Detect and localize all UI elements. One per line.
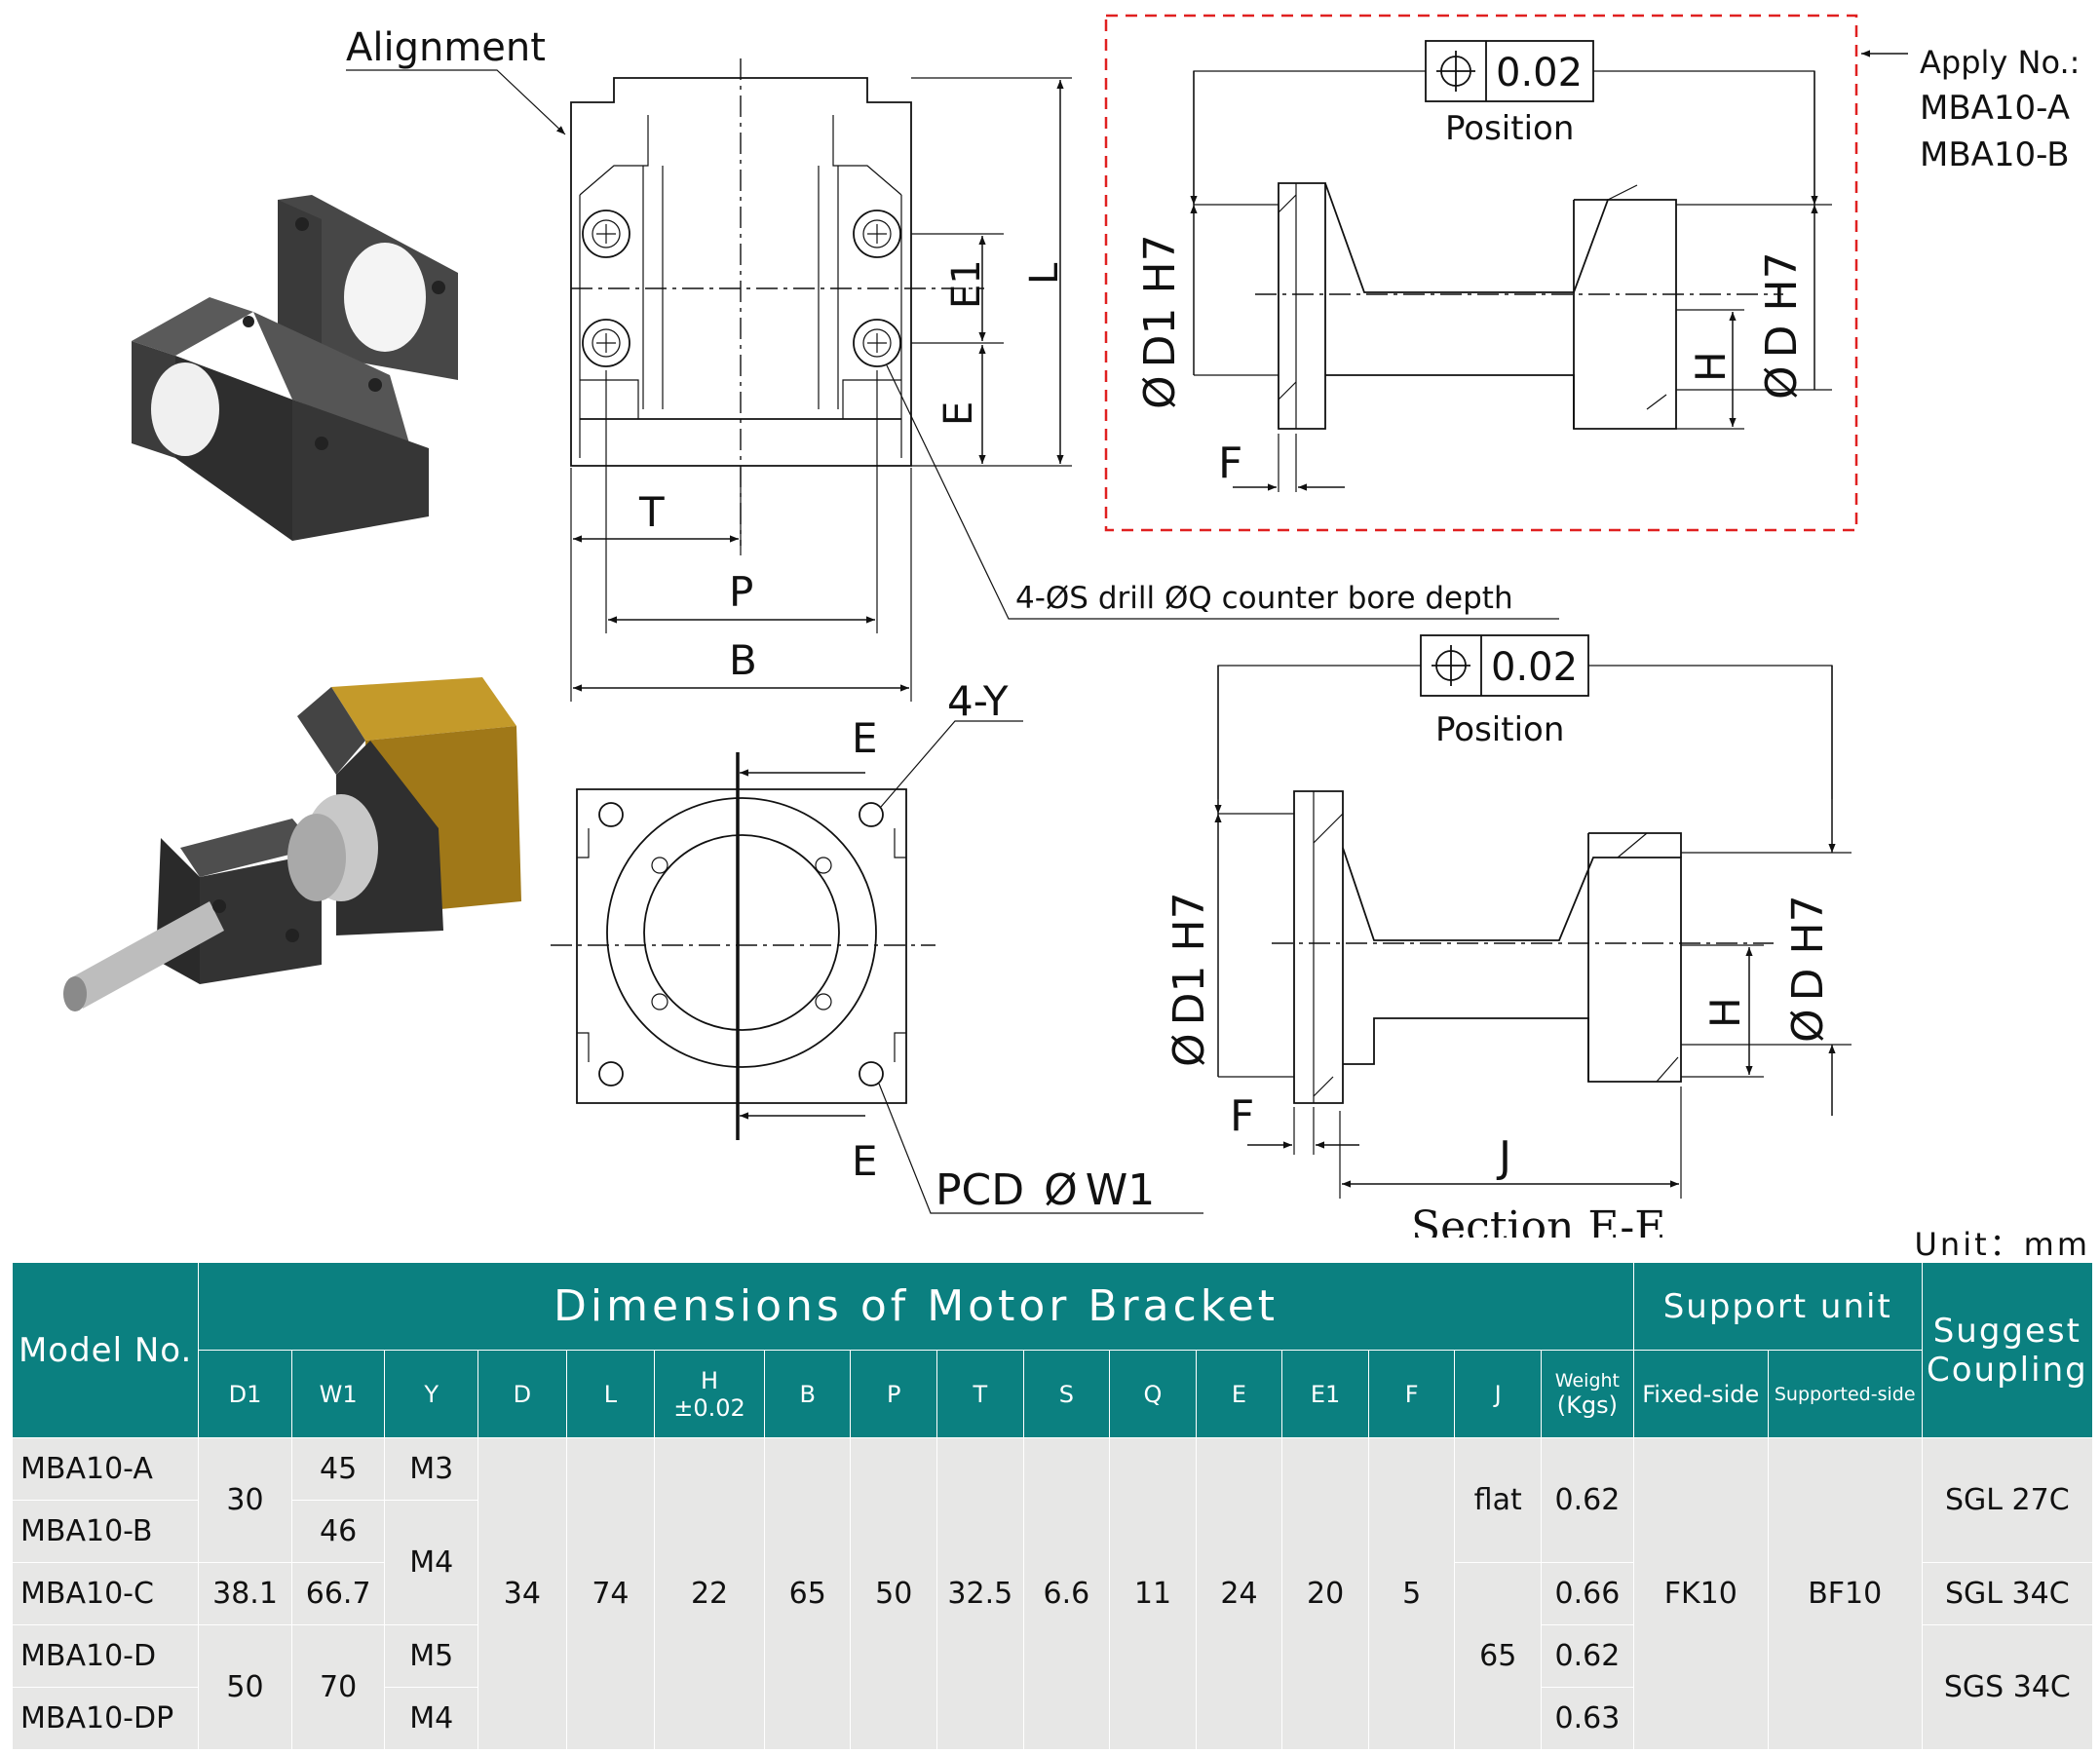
weight-cell: 0.62 [1540,1437,1634,1563]
header-weight: Weight(Kgs) [1540,1350,1634,1438]
f-cell: 5 [1367,1437,1456,1750]
d1-cell: 38.1 [198,1562,292,1625]
q-cell: 11 [1109,1437,1197,1750]
header-b: B [763,1350,852,1438]
p-cell: 50 [850,1437,938,1750]
coupling-cell: SGS 34C [1921,1624,2094,1750]
technical-drawing: Alignment L E1 E T P B 4-ØS drill ØQ cou… [63,14,2080,1238]
header-support-unit: Support unit [1632,1262,1923,1351]
y-cell: M4 [384,1500,479,1625]
header-suggest-coupling: Suggest Coupling [1921,1262,2094,1438]
e-cell: 24 [1195,1437,1283,1750]
weight-cell: 0.63 [1540,1687,1634,1750]
header-t: T [936,1350,1024,1438]
alignment-label: Alignment [346,25,546,70]
y-cell: M3 [384,1437,479,1501]
tolerance-value-top: 0.02 [1496,51,1583,95]
y-cell: M5 [384,1624,479,1688]
dim-H-label-bottom: H [1701,997,1749,1028]
header-e1: E1 [1281,1350,1369,1438]
header-supported-side: Supported-side [1767,1350,1923,1438]
header-dimensions: Dimensions of Motor Bracket [198,1262,1634,1351]
hole-note: 4-ØS drill ØQ counter bore depth [1015,581,1513,616]
d1-cell: 30 [198,1437,292,1563]
coupling-cell: SGL 34C [1921,1562,2094,1625]
unit-label: Unit：mm [1914,1226,2090,1263]
header-s: S [1022,1350,1111,1438]
tolerance-value-bottom: 0.02 [1491,645,1578,690]
model-cell: MBA10-D [11,1624,200,1688]
dim-T-label: T [638,488,665,536]
y-cell: M4 [384,1687,479,1750]
coupling-cell: SGL 27C [1921,1437,2094,1563]
supported-side-cell: BF10 [1767,1437,1923,1750]
bracket-3d-render [132,195,458,541]
dim-E-label: E [936,401,981,426]
position-label-top: Position [1445,109,1574,148]
header-h: H±0.02 [654,1350,765,1438]
dim-F-label-top: F [1218,438,1242,488]
dim-F-label-bottom: F [1230,1091,1254,1141]
header-d: D [477,1350,567,1438]
d-cell: 34 [477,1437,567,1750]
j-cell: 65 [1454,1562,1542,1750]
dimension-table: Model No. Dimensions of Motor Bracket Su… [11,1262,2094,1750]
w1-cell: 45 [290,1437,386,1501]
e1-cell: 20 [1281,1437,1369,1750]
dim-E1-label: E1 [944,259,989,309]
model-cell: MBA10-C [11,1562,200,1625]
section-title: Section E-E [1411,1202,1665,1238]
dim-D-label-top: ØD H7 [1757,251,1807,400]
apply-detail-frame [1104,14,1908,532]
weight-cell: 0.66 [1540,1562,1634,1625]
l-cell: 74 [565,1437,656,1750]
w1-cell: 70 [290,1624,386,1750]
dim-B-label: B [729,636,757,684]
header-l: L [565,1350,656,1438]
dim-L-label: L [1022,262,1067,285]
header-q: Q [1109,1350,1197,1438]
front-view [346,58,1559,702]
bracket-motor-3d-render [63,677,521,1011]
w1-cell: 66.7 [290,1562,386,1625]
dim-J-label: J [1496,1132,1511,1182]
apply-model-a: MBA10-A [1920,89,2070,128]
model-cell: MBA10-B [11,1500,200,1563]
j-cell: flat [1454,1437,1542,1563]
h-cell: 22 [654,1437,765,1750]
dim-D1-label-top: ØD1 H7 [1135,234,1185,409]
model-cell: MBA10-DP [11,1687,200,1750]
header-f: F [1367,1350,1456,1438]
header-p: P [850,1350,938,1438]
section-mark-top: E [852,714,878,762]
model-cell: MBA10-A [11,1437,200,1501]
side-view [551,720,1203,1214]
weight-cell: 0.62 [1540,1624,1634,1688]
w1-cell: 46 [290,1500,386,1563]
apply-model-b: MBA10-B [1920,135,2070,174]
b-cell: 65 [763,1437,852,1750]
dim-H-label-top: H [1687,351,1735,382]
s-cell: 6.6 [1022,1437,1111,1750]
dim-D-label-bottom: ØD H7 [1783,895,1833,1043]
header-y: Y [384,1350,479,1438]
header-w1: W1 [290,1350,386,1438]
dim-P-label: P [729,568,753,616]
dim-D1-label-bottom: ØD1 H7 [1165,892,1214,1067]
header-j: J [1454,1350,1542,1438]
header-fixed-side: Fixed-side [1632,1350,1769,1438]
d1-cell: 50 [198,1624,292,1750]
header-model-no: Model No. [11,1262,200,1438]
apply-label: Apply No.: [1920,44,2080,81]
header-e: E [1195,1350,1283,1438]
position-label-bottom: Position [1435,710,1564,749]
section-ee-view [1214,634,1852,1199]
section-mark-bottom: E [852,1137,878,1185]
threads-label: 4-Y [947,677,1009,725]
fixed-side-cell: FK10 [1632,1437,1769,1750]
header-d1: D1 [198,1350,292,1438]
t-cell: 32.5 [936,1437,1024,1750]
